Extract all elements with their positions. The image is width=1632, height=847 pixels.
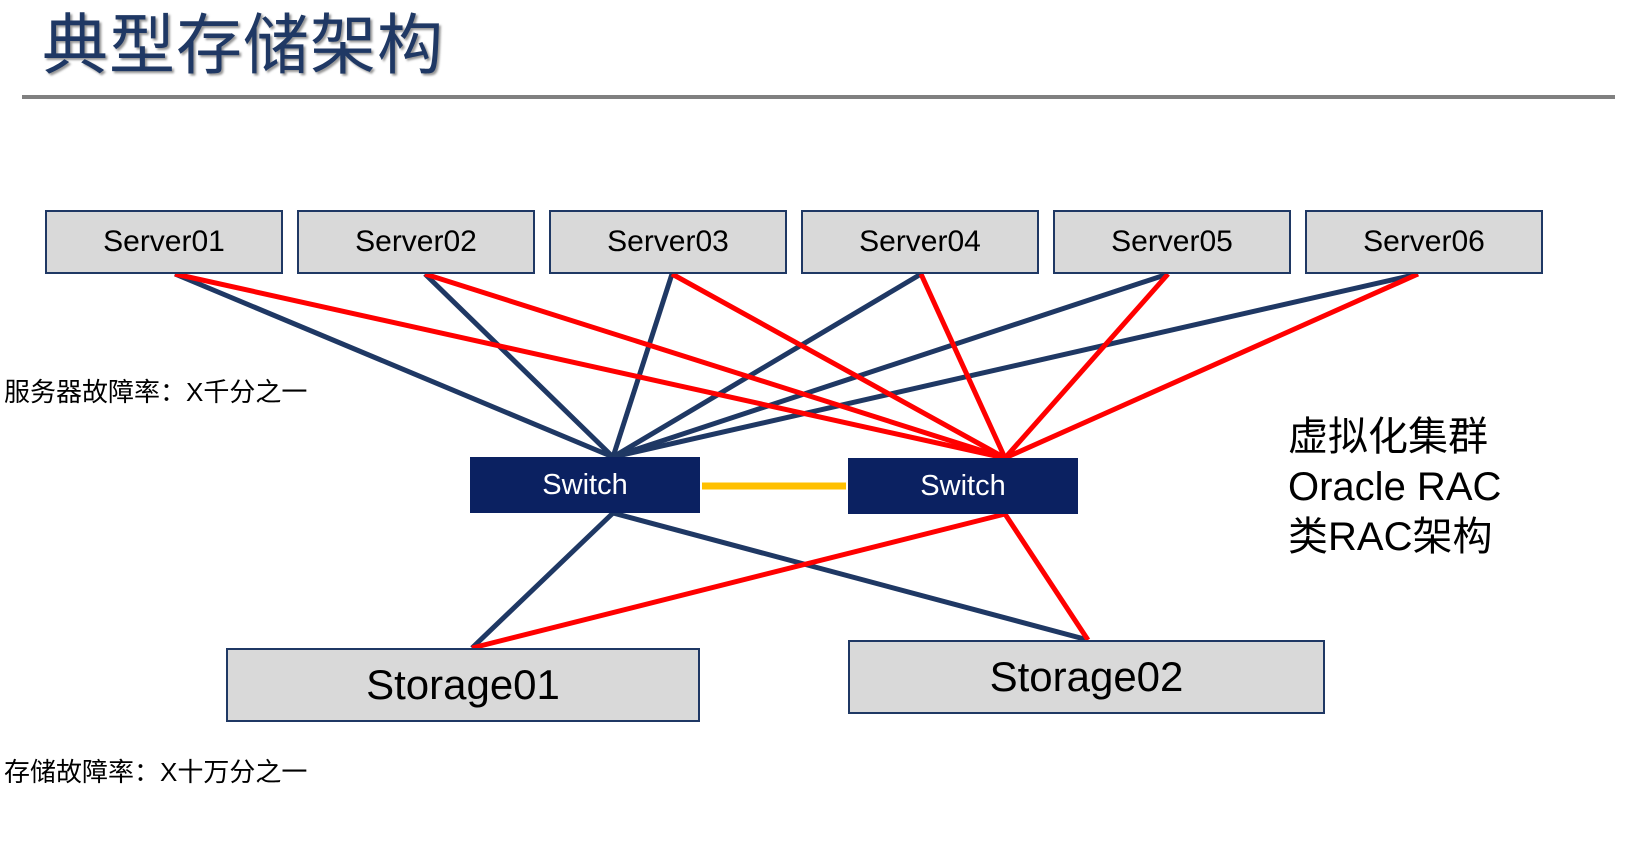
link-server1-to-switch02 [174,271,1006,461]
storage-failure-rate-note: 存储故障率：X十万分之一 [4,757,308,787]
server-box-label: Server05 [1111,225,1233,258]
cluster-note-line-3: 类RAC架构 [1288,515,1493,559]
link-server2-to-switch02 [424,271,1006,461]
switch-box-02[interactable]: Switch [848,458,1078,514]
server-box-04[interactable]: Server04 [801,210,1039,274]
cluster-architecture-note: 虚拟化集群 Oracle RAC 类RAC架构 [1288,412,1501,562]
storage-box-01[interactable]: Storage01 [226,648,700,722]
storage-box-label: Storage01 [366,661,560,708]
switch-box-label: Switch [542,468,628,501]
title-divider [22,95,1615,99]
page-title: 典型存储架构 [42,8,444,82]
server-box-01[interactable]: Server01 [45,210,283,274]
link-switch02-to-storage02 [1002,512,1091,642]
storage-box-label: Storage02 [989,653,1184,700]
link-server3-to-switch01 [610,273,675,458]
link-server5-to-switch01 [612,271,1169,460]
server-failure-rate-note: 服务器故障率：X千分之一 [4,377,308,407]
cluster-note-line-1: 虚拟化集群 [1288,415,1488,459]
link-server4-to-switch01 [611,271,923,460]
server-box-06[interactable]: Server06 [1305,210,1543,274]
storage-box-02[interactable]: Storage02 [848,640,1325,714]
server-box-label: Server01 [103,225,225,258]
cluster-note-line-2: Oracle RAC [1288,465,1502,509]
link-switch01-to-storage02 [612,510,1089,643]
server-box-02[interactable]: Server02 [297,210,535,274]
link-server3-to-switch02 [670,271,1007,461]
server-box-05[interactable]: Server05 [1053,210,1291,274]
link-switch02-to-storage01 [471,511,1006,651]
switch-box-label: Switch [920,469,1006,502]
link-server5-to-switch02 [1003,272,1170,460]
link-server1-to-switch01 [174,271,614,460]
switch-box-01[interactable]: Switch [470,457,700,513]
link-server4-to-switch02 [918,272,1008,460]
server-box-label: Server06 [1363,225,1485,258]
link-server2-to-switch01 [423,272,615,459]
link-switch01-to-storage01 [470,511,615,650]
server-box-label: Server03 [607,225,729,258]
server-box-03[interactable]: Server03 [549,210,787,274]
server-box-label: Server04 [859,225,981,258]
server-box-label: Server02 [355,225,477,258]
